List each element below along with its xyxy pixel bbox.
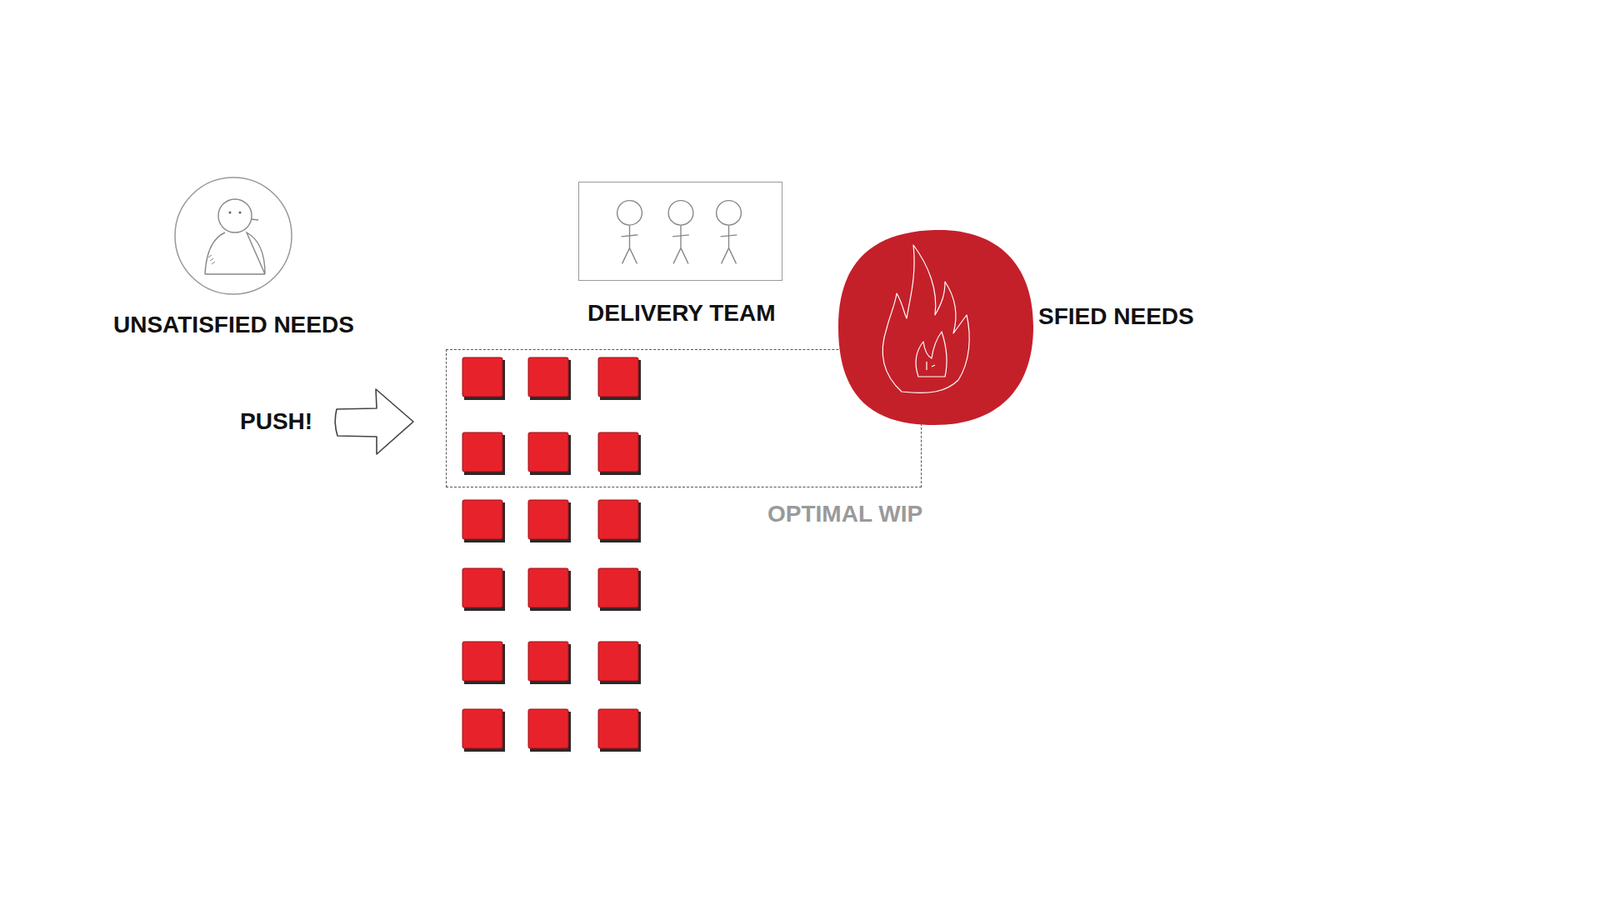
work-item: [528, 641, 569, 681]
push-arrow: [335, 389, 414, 455]
fire-circle-shape: [836, 228, 1034, 426]
work-item: [528, 500, 569, 540]
work-items: [462, 357, 641, 752]
work-item: [462, 568, 503, 608]
node-label: SFIED NEEDS: [1038, 302, 1195, 331]
work-item: [598, 357, 639, 397]
customer-circle: UNSATISFIED NEEDS: [173, 175, 295, 297]
work-item: [462, 709, 503, 749]
node-label: UNSATISFIED NEEDS: [113, 310, 355, 340]
push-label: PUSH!: [240, 407, 313, 436]
customer-circle-shape: [173, 175, 295, 297]
work-item: [598, 568, 639, 608]
work-item: [598, 641, 639, 681]
work-item: [598, 500, 639, 540]
work-item: [598, 709, 639, 749]
work-item: [528, 568, 569, 608]
work-item: [462, 641, 503, 681]
node-label: OPTIMAL WIP: [767, 500, 923, 529]
fire-circle: SFIED NEEDS: [836, 228, 1034, 426]
work-item: [462, 432, 503, 472]
work-item: [462, 357, 503, 397]
work-item: [462, 500, 503, 540]
team-box-shape: [579, 182, 782, 280]
work-item: [528, 709, 569, 749]
node-label: DELIVERY TEAM: [587, 299, 776, 328]
work-item: [528, 432, 569, 472]
work-item: [598, 432, 639, 472]
work-item: [528, 357, 569, 397]
team-box: DELIVERY TEAM: [578, 181, 783, 281]
